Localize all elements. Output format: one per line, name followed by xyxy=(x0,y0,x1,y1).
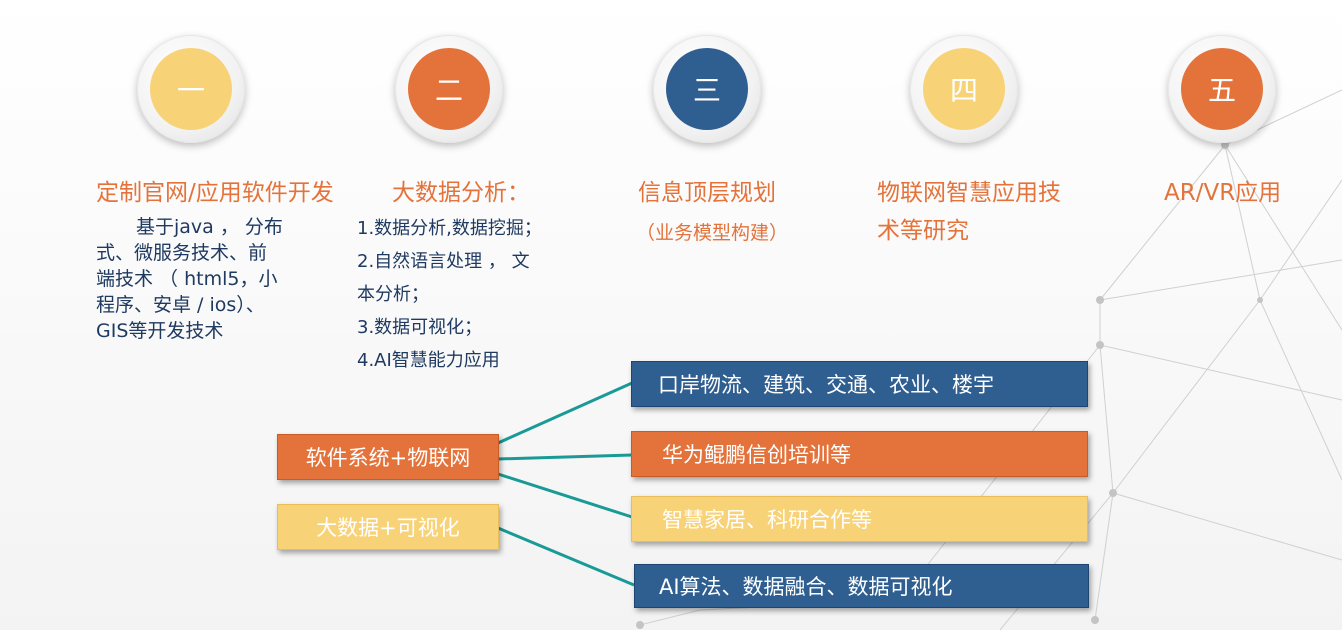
step-4-numeral: 四 xyxy=(923,48,1005,130)
application-box-2: 华为鲲鹏信创培训等 xyxy=(631,431,1088,477)
step-2-list: 1.数据分析,数据挖掘； 2.自然语言处理 ， 文 本分析； 3.数据可视化； … xyxy=(357,212,542,377)
application-box-3: 智慧家居、科研合作等 xyxy=(631,496,1088,542)
application-box-3-label: 智慧家居、科研合作等 xyxy=(662,508,872,532)
connector-software-to-app1 xyxy=(497,381,633,445)
application-box-2-label: 华为鲲鹏信创培训等 xyxy=(662,443,851,467)
step-1-desc-line1: 基于java ， 分布 xyxy=(136,216,283,238)
category-software-iot-label: 软件系统+物联网 xyxy=(305,446,471,470)
step-5-circle: 五 xyxy=(1168,35,1276,143)
step-2-list-item: 本分析； xyxy=(357,284,429,305)
step-2-list-item: 1.数据分析,数据挖掘； xyxy=(357,218,542,239)
category-bigdata-vis: 大数据+可视化 xyxy=(277,504,499,550)
application-box-4-label: AI算法、数据融合、数据可视化 xyxy=(659,575,953,599)
category-software-iot: 软件系统+物联网 xyxy=(277,434,499,480)
category-bigdata-vis-label: 大数据+可视化 xyxy=(316,516,460,540)
step-1-desc-line2: 式、微服务技术、前 xyxy=(96,242,268,264)
step-1-desc-line3: 端技术 （ html5，小 xyxy=(96,268,278,290)
step-2-list-item: 3.数据可视化； xyxy=(357,317,483,338)
step-5-heading: AR/VR应用 xyxy=(1164,180,1282,206)
step-4-heading-line2: 术等研究 xyxy=(877,218,969,244)
step-1-desc-line4: 程序、安卓 / ios）、 xyxy=(96,294,265,316)
step-2-circle: 二 xyxy=(395,35,503,143)
step-5-numeral: 五 xyxy=(1181,48,1263,130)
application-box-1-label: 口岸物流、建筑、交通、农业、楼宇 xyxy=(658,373,994,397)
connector-software-to-app3 xyxy=(497,472,633,519)
application-box-1: 口岸物流、建筑、交通、农业、楼宇 xyxy=(631,361,1088,407)
step-2-list-item: 2.自然语言处理 ， 文 xyxy=(357,251,530,272)
step-3-heading: 信息顶层规划 xyxy=(638,180,776,206)
step-3-numeral: 三 xyxy=(666,48,748,130)
step-1-description: 基于java ， 分布 式、微服务技术、前 端技术 （ html5，小 程序、安… xyxy=(96,214,336,344)
application-box-4: AI算法、数据融合、数据可视化 xyxy=(634,564,1089,608)
step-2-heading: 大数据分析： xyxy=(392,180,530,206)
step-3-subheading: （业务模型构建） xyxy=(636,222,789,244)
connector-software-to-app2 xyxy=(497,453,633,461)
step-2-numeral: 二 xyxy=(408,48,490,130)
step-2-list-item: 4.AI智慧能力应用 xyxy=(357,350,500,371)
step-4-heading-line1: 物联网智慧应用技 xyxy=(877,180,1061,206)
step-1-circle: 一 xyxy=(137,35,245,143)
step-4-circle: 四 xyxy=(910,35,1018,143)
connector-bigdata-to-app4 xyxy=(497,526,635,587)
step-1-desc-line5: GIS等开发技术 xyxy=(96,320,224,342)
step-1-numeral: 一 xyxy=(150,48,232,130)
step-3-circle: 三 xyxy=(653,35,761,143)
step-1-heading: 定制官网/应用软件开发 xyxy=(96,180,334,206)
